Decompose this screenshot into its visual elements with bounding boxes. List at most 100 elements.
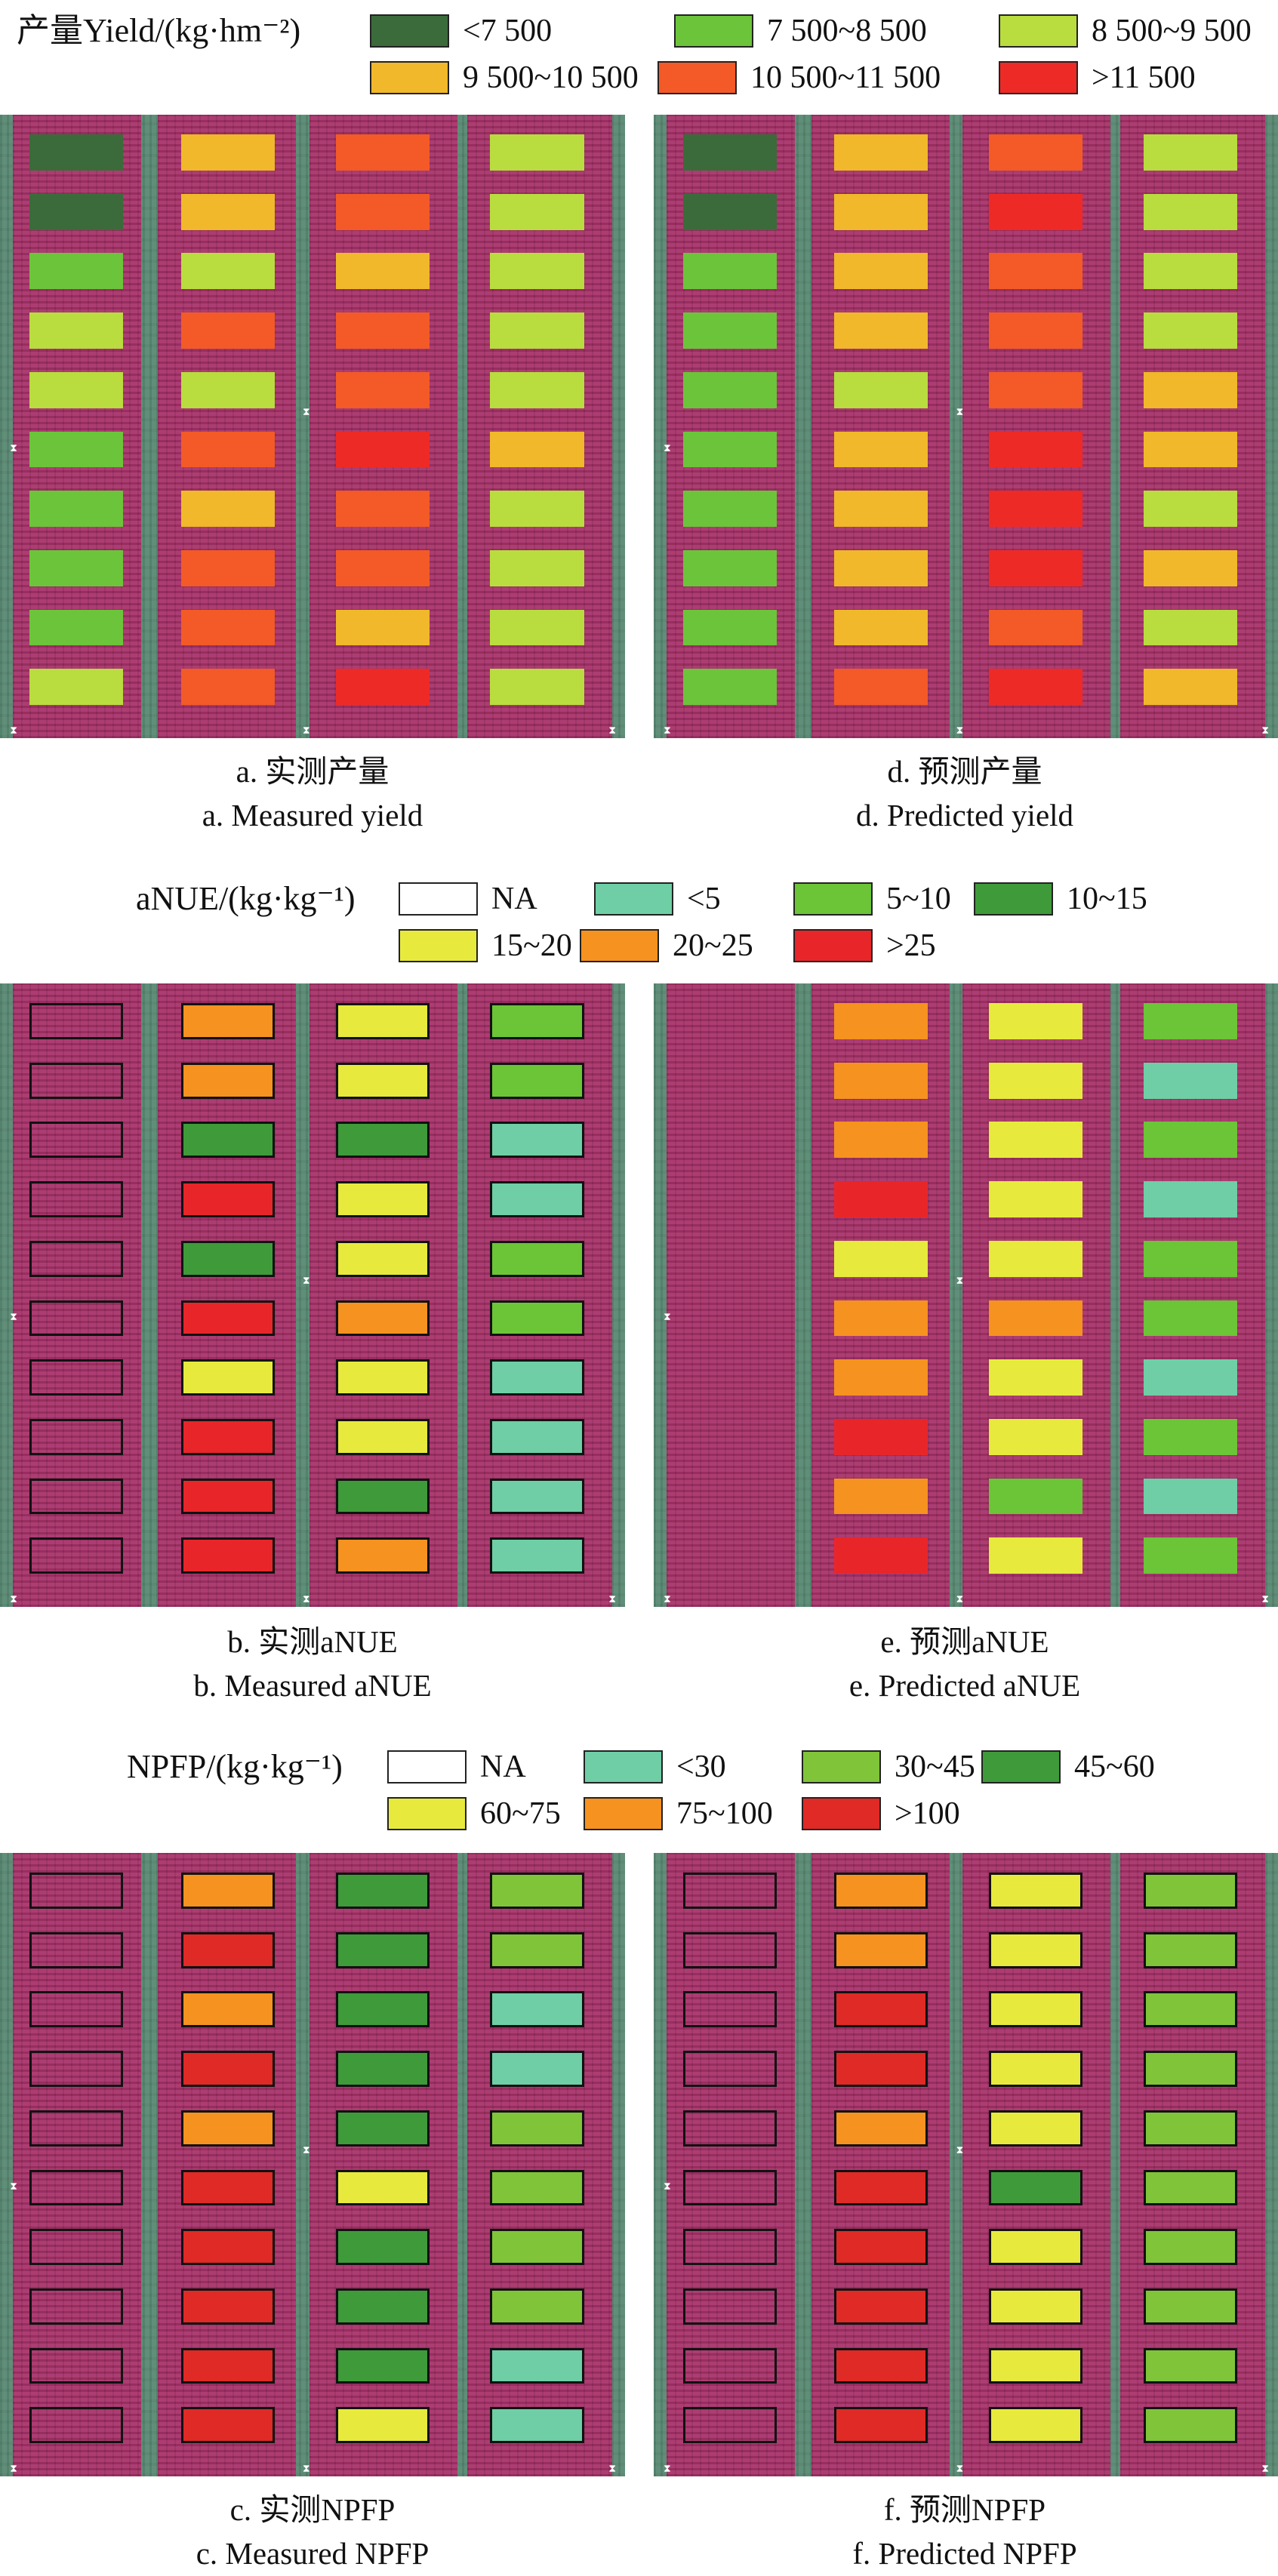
plot-cell [988, 1359, 1082, 1396]
plot-cell [180, 609, 275, 646]
plot-cell [29, 312, 124, 349]
plot-cell [180, 1537, 275, 1574]
plot-cell [29, 2169, 124, 2206]
ground-control-marker: ⧗ [608, 1593, 617, 1605]
legend-label: 10~15 [1067, 882, 1147, 916]
plot-cell [1143, 193, 1237, 230]
plot-cell [683, 1873, 778, 1909]
plot-cell [988, 193, 1082, 230]
ground-control-marker: ⧗ [664, 724, 671, 737]
plot-cell [834, 1537, 928, 1574]
legend-label: <30 [676, 1750, 726, 1784]
legend-item: 75~100 [584, 1795, 773, 1833]
ground-control-marker: ⧗ [1261, 724, 1270, 737]
plot-cell [1143, 253, 1237, 290]
caption-d-cn: d. 预测产量 [887, 754, 1042, 789]
plot-cell [180, 371, 275, 408]
legend-label: >11 500 [1092, 60, 1196, 95]
plot-cell [683, 1181, 777, 1217]
plot-cell [335, 2288, 430, 2325]
plot-cell [988, 312, 1082, 349]
plot-cell [683, 1479, 777, 1515]
ground-control-marker: ⧗ [664, 1310, 671, 1323]
plot-cell [683, 609, 778, 646]
plot-cell [29, 431, 124, 468]
plot-cell [834, 1418, 928, 1455]
plot-cell [683, 1063, 777, 1099]
plot-cell [834, 1931, 928, 1968]
plot-cell [988, 1062, 1082, 1099]
plot-cell [683, 1122, 777, 1158]
plot-cell [1143, 1418, 1237, 1455]
plot-cell [834, 2229, 928, 2266]
plot-cell [988, 2229, 1082, 2266]
plot-cell [490, 2407, 584, 2444]
plot-cell [683, 2051, 778, 2087]
legend-label: 45~60 [1074, 1750, 1155, 1784]
plot-cell [29, 1003, 124, 1039]
plot-cell [1143, 2169, 1237, 2206]
plot-cell [1143, 134, 1237, 171]
plot-cell [988, 2407, 1082, 2444]
plot-cell [29, 134, 124, 171]
plot-cell [180, 1300, 275, 1337]
plot-cell [834, 431, 928, 468]
plot-cell [683, 1419, 777, 1455]
plot-cell [29, 2288, 124, 2325]
caption-b-cn: b. 实测aNUE [227, 1624, 398, 1659]
plot-cell [490, 669, 584, 706]
legend-item: 15~20 [399, 927, 572, 965]
plot-cell [988, 1300, 1082, 1337]
ground-control-marker: ⧗ [956, 1593, 964, 1605]
plot-cell [335, 1873, 430, 1909]
plot-cell [335, 2407, 430, 2444]
legend-swatch [974, 882, 1053, 916]
plot-cell [29, 1537, 124, 1574]
legend-swatch [594, 882, 673, 916]
plot-cell [1143, 1300, 1237, 1337]
legend-item: 10 500~11 500 [657, 59, 941, 97]
plot-cell [29, 1873, 124, 1909]
legend-label: NA [480, 1750, 526, 1784]
plot-cell [490, 1300, 584, 1337]
plot-cell [834, 2110, 928, 2147]
plot-cell [335, 371, 430, 408]
plot-cell [490, 2229, 584, 2266]
plot-cell [180, 253, 275, 290]
plot-cell [988, 2051, 1082, 2087]
plot-cell [490, 1418, 584, 1455]
plot-cell [1143, 1240, 1237, 1277]
plot-cell [988, 1240, 1082, 1277]
legend-label: 10 500~11 500 [750, 60, 941, 95]
plot-cell [29, 1418, 124, 1455]
plot-cell [180, 2110, 275, 2147]
legend-swatch [793, 929, 873, 962]
plot-cell [335, 609, 430, 646]
plot-cell [834, 1122, 928, 1159]
legend-label: 20~25 [673, 928, 753, 963]
plot-cell [180, 134, 275, 171]
legend-item: 8 500~9 500 [999, 12, 1252, 50]
plot-cell [683, 2288, 778, 2325]
plot-cell [29, 1991, 124, 2028]
plot-cell [180, 549, 275, 586]
plot-cell [335, 1300, 430, 1337]
legend-label: 5~10 [886, 882, 951, 916]
legend-item: <7 500 [370, 12, 552, 50]
plot-cell [988, 134, 1082, 171]
plot-cell [1143, 2288, 1237, 2325]
plot-cell [834, 2051, 928, 2087]
legend-label: 60~75 [480, 1796, 561, 1831]
legend-item: 9 500~10 500 [370, 59, 639, 97]
legend-item: 10~15 [974, 880, 1147, 918]
plot-cell [335, 1003, 430, 1039]
plot-cell [490, 1359, 584, 1396]
plot-cell [834, 371, 928, 408]
plot-cell [834, 1181, 928, 1217]
plot-cell [180, 1240, 275, 1277]
plot-cell [683, 2229, 778, 2266]
plot-cell [683, 491, 778, 528]
plot-cell [180, 1062, 275, 1099]
plot-cell [683, 312, 778, 349]
ground-control-marker: ⧗ [302, 1593, 310, 1605]
